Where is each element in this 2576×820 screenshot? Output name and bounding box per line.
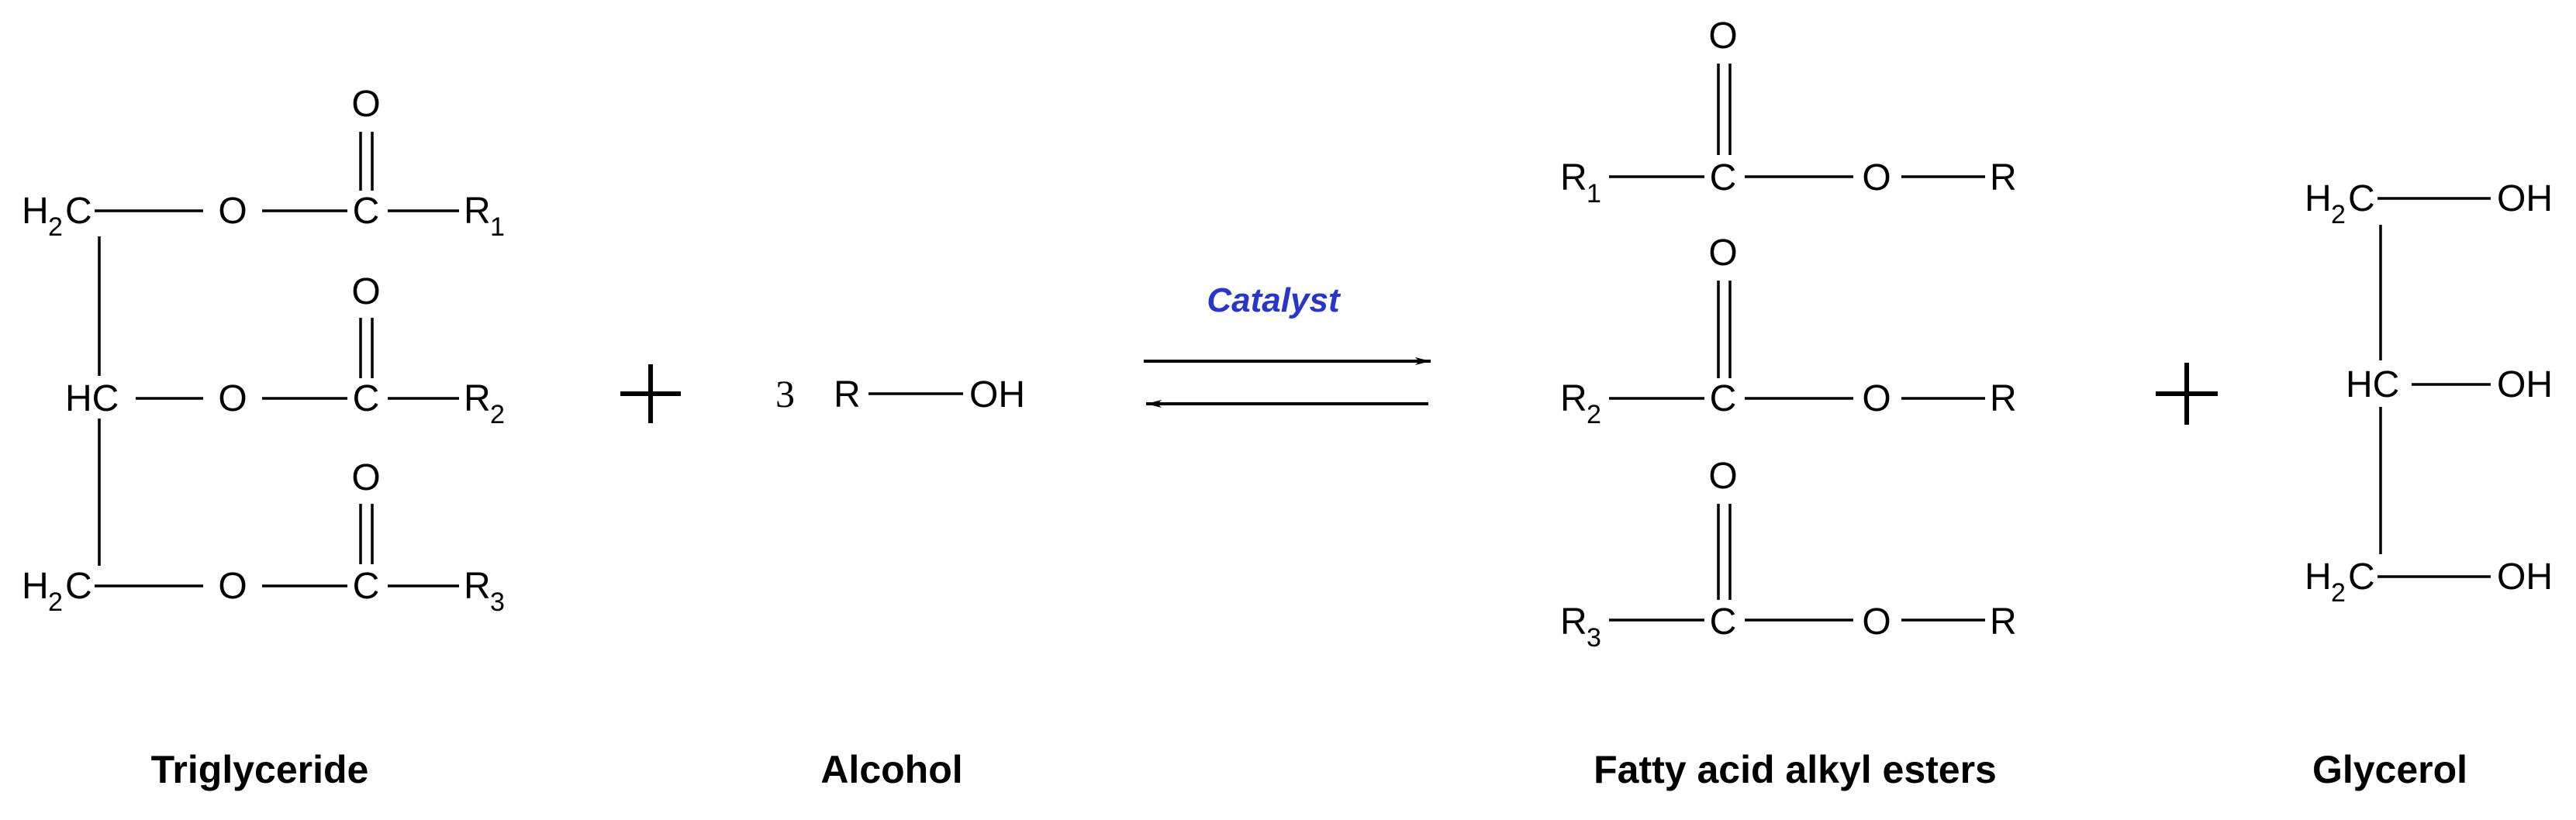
atom-c: C: [353, 191, 380, 232]
atom-c: C: [353, 378, 380, 419]
label-glycerol: Glycerol: [2312, 748, 2467, 791]
atom-oh: OH: [2497, 178, 2553, 219]
atom-o: O: [218, 191, 247, 232]
atom-oh: OH: [969, 374, 1025, 415]
subscript-2: 2: [48, 212, 63, 242]
atom-r: R: [464, 191, 491, 232]
atom-c: C: [65, 566, 92, 607]
subscript-2: 2: [2331, 200, 2346, 229]
atom-o: O: [351, 271, 380, 312]
glycerol-structure: H 2 C OH HC OH H 2 C OH: [2305, 178, 2553, 608]
atom-o: O: [218, 566, 247, 607]
atom-o: O: [1708, 16, 1737, 57]
atom-c: C: [1710, 378, 1737, 419]
atom-r: R: [464, 566, 491, 607]
equilibrium-arrows: Catalyst: [1144, 281, 1431, 408]
alcohol-structure: 3 R OH: [775, 372, 1025, 415]
subscript-1: 1: [1587, 179, 1601, 208]
atom-r: R: [834, 374, 861, 415]
subscript-3: 3: [490, 587, 505, 617]
atom-hc: HC: [2346, 364, 2399, 405]
atom-o: O: [1862, 601, 1891, 643]
atom-o: O: [1862, 157, 1891, 198]
atom-c: C: [1710, 157, 1737, 198]
atom-o: O: [1708, 456, 1737, 497]
atom-c: C: [1710, 601, 1737, 643]
label-triglyceride: Triglyceride: [151, 748, 369, 791]
subscript-1: 1: [490, 212, 505, 242]
atom-c: C: [65, 191, 92, 232]
atom-c: C: [2348, 178, 2375, 219]
catalyst-label: Catalyst: [1207, 281, 1342, 319]
stoichiometric-coefficient: 3: [775, 372, 795, 415]
atom-r: R: [1560, 601, 1587, 643]
subscript-2: 2: [490, 400, 505, 429]
atom-h: H: [22, 566, 49, 607]
atom-r: R: [1560, 378, 1587, 419]
atom-oh: OH: [2497, 364, 2553, 405]
atom-c: C: [2348, 556, 2375, 598]
atom-h: H: [2305, 556, 2332, 598]
atom-oh: OH: [2497, 556, 2553, 598]
esters-structure: R 1 C O O R R 2 C O O R R 3 C O O R: [1560, 16, 2017, 653]
atom-o: O: [1862, 378, 1891, 419]
atom-o: O: [218, 378, 247, 419]
atom-r: R: [1560, 157, 1587, 198]
atom-r: R: [1990, 378, 2017, 419]
atom-o: O: [1708, 233, 1737, 274]
plus-sign: [2156, 363, 2218, 425]
atom-h: H: [2305, 178, 2332, 219]
subscript-2: 2: [1587, 400, 1601, 429]
atom-o: O: [351, 84, 380, 125]
subscript-2: 2: [2331, 578, 2346, 608]
subscript-3: 3: [1587, 623, 1601, 653]
atom-r: R: [1990, 601, 2017, 643]
atom-r: R: [464, 378, 491, 419]
atom-r: R: [1990, 157, 2017, 198]
label-alcohol: Alcohol: [820, 748, 962, 791]
atom-o: O: [351, 457, 380, 498]
plus-sign: [620, 364, 681, 423]
atom-h: H: [22, 191, 49, 232]
atom-hc: HC: [65, 378, 119, 419]
subscript-2: 2: [48, 587, 63, 617]
label-esters: Fatty acid alkyl esters: [1594, 748, 1997, 791]
atom-c: C: [353, 566, 380, 607]
triglyceride-structure: H 2 C O C O R 1 HC O C O R 2 H 2 C O C: [22, 84, 505, 617]
